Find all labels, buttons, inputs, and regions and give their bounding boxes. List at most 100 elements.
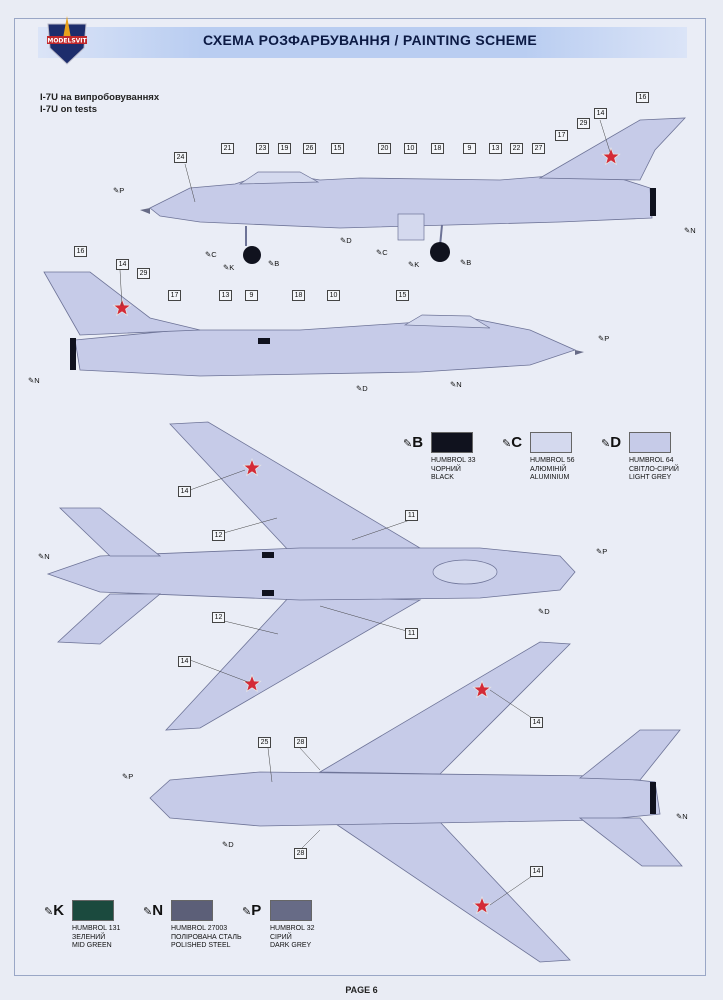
paint-label-n-port: ✎N xyxy=(28,376,40,385)
side2-nose-cone xyxy=(575,350,584,355)
callout-21: 21 xyxy=(221,143,234,154)
paint-label-d-port: ✎D xyxy=(356,384,368,393)
top-fuselage xyxy=(46,547,576,601)
callout-14-bottom-lower: 14 xyxy=(530,866,543,877)
callout-27: 27 xyxy=(532,143,545,154)
callout-15-port: 15 xyxy=(396,290,409,301)
swatch-aluminium xyxy=(530,432,572,453)
paint-label-b-nose: ✎B xyxy=(268,259,280,268)
paint-label-k-main: ✎K xyxy=(408,260,420,269)
side1-nozzle xyxy=(650,188,656,216)
callout-13: 13 xyxy=(489,143,502,154)
callout-11-top-lower: 11 xyxy=(405,628,418,639)
modelsvit-logo: MODELSVIT xyxy=(47,16,88,65)
callout-25: 25 xyxy=(258,737,271,748)
side2-canopy xyxy=(403,314,491,329)
subtitle-ukrainian: I-7U на випробовуваннях xyxy=(40,92,160,103)
callout-18-port: 18 xyxy=(292,290,305,301)
callout-17: 17 xyxy=(555,130,568,141)
callout-14-port: 14 xyxy=(116,259,129,270)
header-bar xyxy=(38,27,687,58)
logo-text: MODELSVIT xyxy=(47,38,87,45)
swatch-mid-green xyxy=(72,900,114,921)
bottom-wing-lower xyxy=(328,819,571,963)
swatch-dark-grey xyxy=(270,900,312,921)
bottom-tailplane-upper xyxy=(578,729,681,781)
paint-label-p: ✎P xyxy=(113,186,125,195)
top-wing-upper xyxy=(169,421,422,553)
side2-intake-panel xyxy=(258,338,270,344)
side1-nose-cone xyxy=(140,208,150,214)
top-wing-lower xyxy=(165,595,422,731)
paint-label-d: ✎D xyxy=(340,236,352,245)
callout-28-upper: 28 xyxy=(294,737,307,748)
callout-18: 18 xyxy=(431,143,444,154)
scheme-subtitle: I-7U на випробовуваннях I-7U on tests xyxy=(40,92,159,116)
callout-13-port: 13 xyxy=(219,290,232,301)
side1-nose-wheel xyxy=(243,246,261,264)
callout-16-port: 16 xyxy=(74,246,87,257)
paint-label-p-port: ✎P xyxy=(598,334,610,343)
subtitle-english: I-7U on tests xyxy=(40,104,98,115)
side2-nozzle xyxy=(70,338,76,370)
top-view xyxy=(46,421,576,731)
paint-label-p-bottom: ✎P xyxy=(122,772,134,781)
leader-lines xyxy=(119,119,611,906)
callout-22: 22 xyxy=(510,143,523,154)
side-view-port xyxy=(43,271,584,377)
callout-29-port: 29 xyxy=(137,268,150,279)
paint-label-c-main: ✎C xyxy=(376,248,388,257)
paint-label-b-main: ✎B xyxy=(460,258,472,267)
callout-14: 14 xyxy=(594,108,607,119)
callout-10-port: 10 xyxy=(327,290,340,301)
paint-label-n-port-2: ✎N xyxy=(450,380,462,389)
callout-28-lower: 28 xyxy=(294,848,307,859)
callout-17-port: 17 xyxy=(168,290,181,301)
callout-11-top-upper: 11 xyxy=(405,510,418,521)
callout-12-top-lower: 12 xyxy=(212,612,225,623)
page-number: PAGE 6 xyxy=(345,985,378,995)
callout-29: 29 xyxy=(577,118,590,129)
callout-14-bottom-upper: 14 xyxy=(530,717,543,728)
callout-10: 10 xyxy=(404,143,417,154)
swatch-polished-steel xyxy=(171,900,213,921)
callout-15: 15 xyxy=(331,143,344,154)
top-canopy xyxy=(432,559,498,585)
side1-canopy xyxy=(238,171,320,185)
callout-23: 23 xyxy=(256,143,269,154)
side1-ventral-bay xyxy=(397,213,425,241)
paint-label-k-nose: ✎K xyxy=(223,263,235,272)
callout-20: 20 xyxy=(378,143,391,154)
bottom-view xyxy=(149,641,683,963)
paint-label-d-bottom: ✎D xyxy=(222,840,234,849)
paint-label-p-top: ✎P xyxy=(596,547,608,556)
paint-label-n: ✎N xyxy=(684,226,696,235)
callout-9-port: 9 xyxy=(245,290,258,301)
top-tailplane-lower xyxy=(57,593,162,645)
swatch-light-grey xyxy=(629,432,671,453)
callout-26: 26 xyxy=(303,143,316,154)
callout-24: 24 xyxy=(174,152,187,163)
paint-label-d-top: ✎D xyxy=(538,607,550,616)
paint-label-n-bottom: ✎N xyxy=(676,812,688,821)
callout-9: 9 xyxy=(463,143,476,154)
callout-14-top-upper: 14 xyxy=(178,486,191,497)
swatch-black xyxy=(431,432,473,453)
side2-fuselage xyxy=(74,317,577,377)
paint-label-n-top: ✎N xyxy=(38,552,50,561)
callout-19: 19 xyxy=(278,143,291,154)
bottom-tailplane-lower xyxy=(578,817,683,867)
bottom-wing-upper xyxy=(318,641,571,775)
bottom-fuselage xyxy=(149,771,661,827)
paint-label-c-nose: ✎C xyxy=(205,250,217,259)
callout-12-top-upper: 12 xyxy=(212,530,225,541)
callout-14-top-lower: 14 xyxy=(178,656,191,667)
side-view-starboard xyxy=(140,117,686,264)
